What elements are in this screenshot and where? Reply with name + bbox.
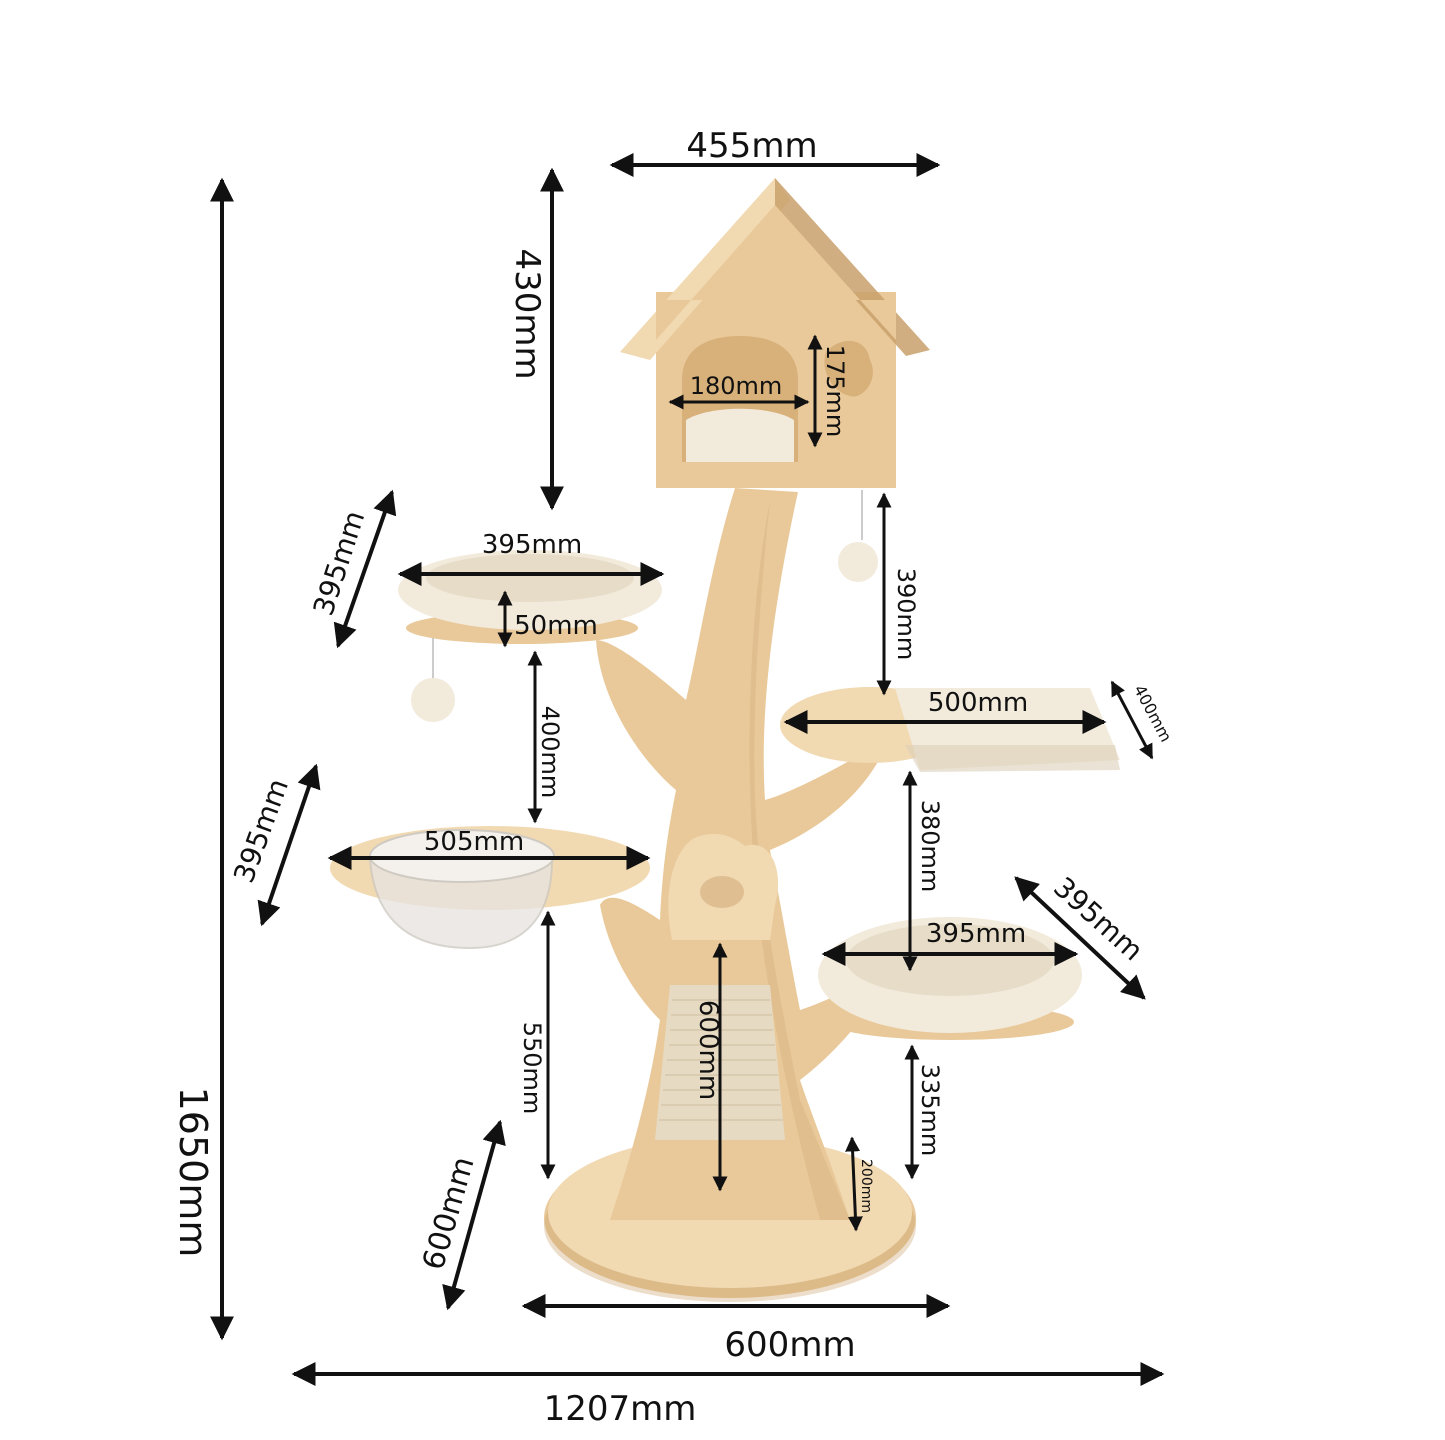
- arrow-top-left-bed-depth: [333, 489, 397, 649]
- house-gable: [656, 205, 896, 340]
- arrow-hammock-depth: [1110, 680, 1154, 760]
- arrow-base-clearance: [845, 1136, 863, 1232]
- label-top-left-bed-depth: 395mm: [307, 507, 372, 620]
- clear-bowl: [368, 859, 554, 950]
- label-base-width: 600mm: [724, 1325, 855, 1365]
- label-right-bed-to-base: 335mm: [916, 1064, 944, 1157]
- arrow-base-depth: [442, 1119, 506, 1311]
- dimension-arrows: [210, 153, 1165, 1386]
- label-door-width: 180mm: [690, 372, 783, 400]
- paw-pad: [700, 876, 744, 908]
- top-left-bed-inner: [426, 554, 634, 602]
- label-hammock-width: 500mm: [928, 688, 1028, 718]
- label-right-bed-width: 395mm: [926, 919, 1026, 949]
- hammock-shadow: [905, 745, 1120, 772]
- house-cushion: [686, 408, 794, 462]
- label-hammock-depth: 400mm: [1130, 682, 1176, 745]
- label-bowl-depth: 395mm: [227, 774, 295, 887]
- arrow-bowl-depth: [257, 763, 321, 927]
- right-toy-cloud: [838, 542, 878, 582]
- label-bed-to-bowl: 400mm: [536, 706, 564, 799]
- house-window: [824, 340, 873, 397]
- label-total-height: 1650mm: [171, 1087, 215, 1258]
- label-top-left-bed-height: 50mm: [514, 611, 598, 641]
- label-window-height: 175mm: [821, 345, 849, 438]
- label-house-height: 430mm: [507, 248, 547, 379]
- cat-tree-illustration: [330, 178, 1120, 1302]
- label-house-width: 455mm: [686, 126, 817, 166]
- trunk-shading: [749, 500, 850, 1220]
- paw-plaque: [668, 833, 779, 940]
- label-total-width: 1207mm: [544, 1389, 697, 1429]
- label-bowl-width: 505mm: [424, 827, 524, 857]
- label-hammock-to-right-bed: 380mm: [916, 800, 944, 893]
- label-house-to-hammock: 390mm: [892, 568, 920, 661]
- left-toy-cloud: [411, 678, 455, 722]
- label-bowl-to-base: 550mm: [518, 1022, 546, 1115]
- label-top-left-bed-width: 395mm: [482, 530, 582, 560]
- label-base-depth: 600mm: [416, 1153, 482, 1274]
- arrow-right-bed-depth: [1014, 876, 1146, 1000]
- label-scratch-pad-height: 600mm: [693, 1000, 723, 1100]
- label-base-clearance: 200mm: [858, 1159, 874, 1213]
